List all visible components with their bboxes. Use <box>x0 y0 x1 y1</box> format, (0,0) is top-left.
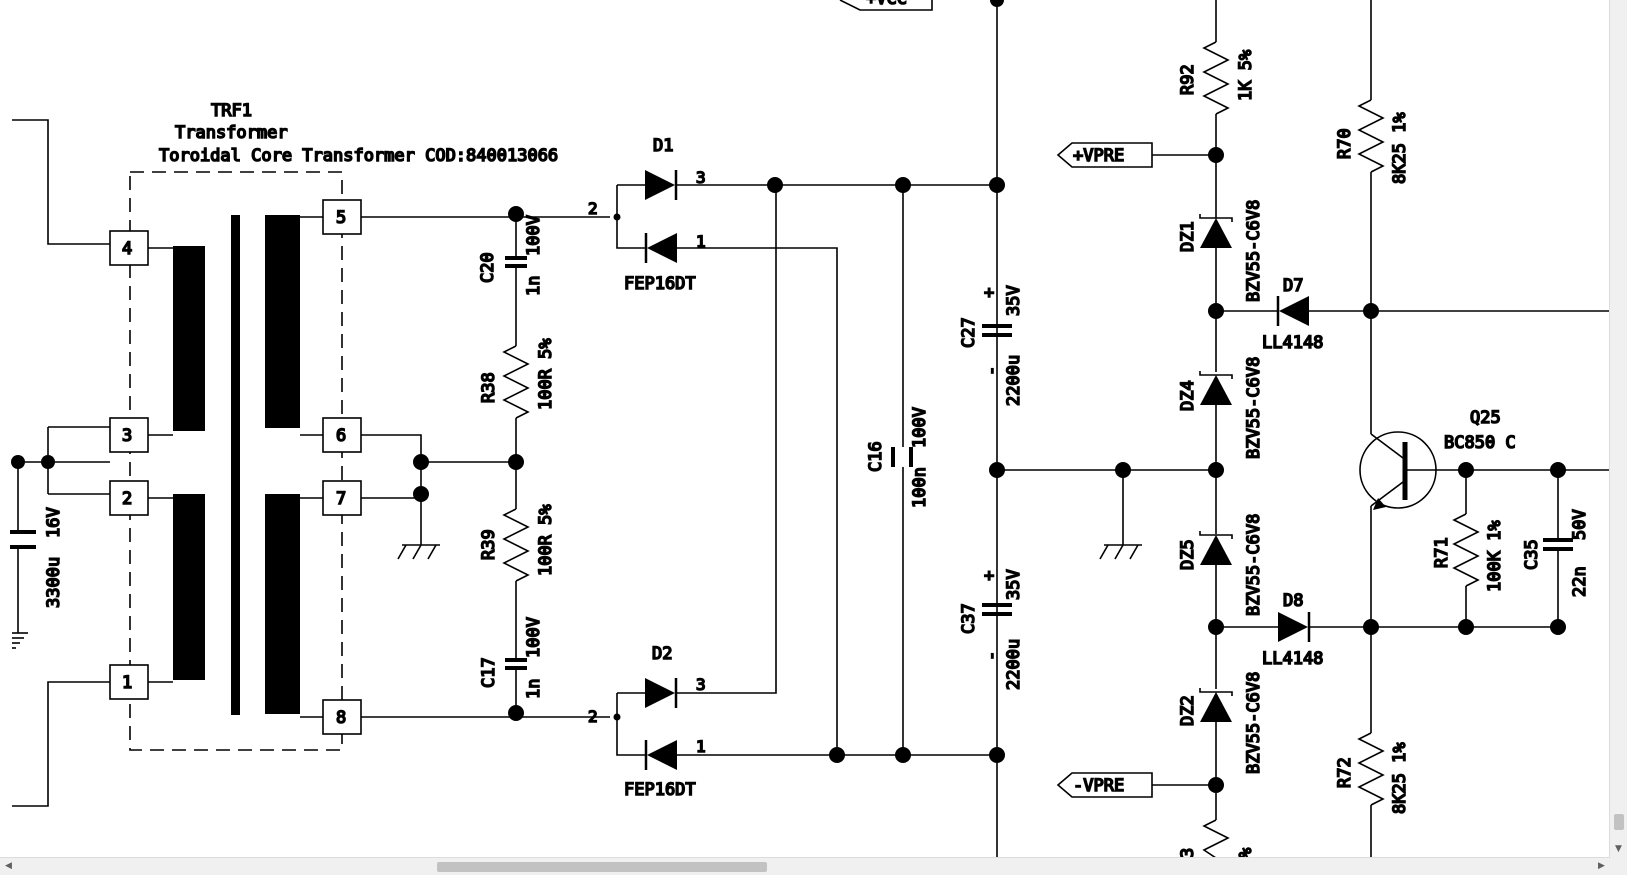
c35-rating: 50V <box>1570 509 1590 540</box>
partial-resistor-value: % <box>1236 848 1256 858</box>
d8-ref: D8 <box>1283 591 1303 611</box>
d7-part: LL4148 <box>1262 333 1323 353</box>
r70-value: 8K25 1% <box>1390 112 1410 184</box>
trf1-pin-4: 4 <box>122 239 132 259</box>
r72-ref: R72 <box>1335 757 1355 788</box>
scroll-left-arrow-icon[interactable]: ◀ <box>5 861 12 871</box>
d2-pin-1: 1 <box>696 737 706 756</box>
vpre-neg-label: -VPRE <box>1073 776 1124 796</box>
horizontal-scrollbar[interactable]: ◀ ▶ <box>0 857 1610 875</box>
trf1-pin-5: 5 <box>336 208 346 228</box>
c37-plus: + <box>984 566 994 586</box>
c20-rating: 100V <box>524 215 544 256</box>
d2-pin-2: 2 <box>588 707 598 726</box>
c27-plus: + <box>984 283 994 303</box>
q25-ref: Q25 <box>1470 408 1501 428</box>
c16-value: 100n <box>910 467 930 508</box>
rectifier-d1 <box>616 170 838 755</box>
d1-part: FEP16DT <box>624 274 696 294</box>
main-rails <box>776 0 1216 858</box>
c27-rating: 35V <box>1004 285 1024 316</box>
c37-minus: - <box>982 651 1002 661</box>
dz1-part: BZV55-C6V8 <box>1244 200 1264 302</box>
dz2-ref: DZ2 <box>1178 695 1198 726</box>
d7-ref: D7 <box>1283 276 1303 296</box>
r71-ref: R71 <box>1432 537 1452 568</box>
d1-pin-3: 3 <box>696 168 706 187</box>
scroll-right-arrow-icon[interactable]: ▶ <box>1598 861 1605 871</box>
zener-ladder <box>1056 0 1233 858</box>
c35-value: 22n <box>1570 566 1590 597</box>
d2-pin-3: 3 <box>696 675 706 694</box>
r39-ref: R39 <box>479 529 499 560</box>
dz5-part: BZV55-C6V8 <box>1244 514 1264 616</box>
trf1-pin-3: 3 <box>122 426 132 446</box>
schematic-viewport[interactable]: 3300u 16V 4 3 2 1 5 6 7 8 TRF1 Transform… <box>0 0 1610 858</box>
r92-value: 1K 5% <box>1236 50 1256 101</box>
scrollbar-corner <box>1610 858 1627 875</box>
r38-ref: R38 <box>479 372 499 403</box>
left-cap-value: 3300u <box>44 557 64 608</box>
c27-value: 2200u <box>1004 355 1024 406</box>
trf1-pin-2: 2 <box>122 489 132 509</box>
scroll-down-arrow-icon[interactable]: ▼ <box>1615 844 1622 854</box>
trf1-ref: TRF1 <box>211 101 252 121</box>
c17-rating: 100V <box>524 617 544 658</box>
trf1-description: Toroidal Core Transformer COD:840013066 <box>159 146 558 166</box>
trf1-pin-7: 7 <box>336 489 346 509</box>
vertical-scroll-thumb[interactable] <box>1614 814 1624 830</box>
schematic-drawing: 3300u 16V 4 3 2 1 5 6 7 8 TRF1 Transform… <box>10 0 1610 858</box>
d2-ref: D2 <box>652 644 672 664</box>
rectifier-d2 <box>616 185 997 770</box>
vertical-scrollbar[interactable]: ▼ <box>1609 0 1627 858</box>
r70-ref: R70 <box>1335 128 1355 159</box>
c27-minus: - <box>982 366 1002 376</box>
vpre-pos-label: +VPRE <box>1073 146 1124 166</box>
c37-value: 2200u <box>1004 639 1024 690</box>
dz2-part: BZV55-C6V8 <box>1244 672 1264 774</box>
left-cap-rating: 16V <box>44 507 64 538</box>
left-leads <box>10 119 110 807</box>
c27-ref: C27 <box>959 317 979 348</box>
secondary-wiring <box>361 216 610 718</box>
d1-pin-1: 1 <box>696 232 706 251</box>
r71-value: 100K 1% <box>1485 520 1505 592</box>
c37-ref: C37 <box>959 603 979 634</box>
transformer-trf1 <box>109 171 362 751</box>
d2-part: FEP16DT <box>624 780 696 800</box>
r92-ref: R92 <box>1178 64 1198 95</box>
c16-rating: 100V <box>910 407 930 448</box>
c37-rating: 35V <box>1004 569 1024 600</box>
horizontal-scroll-thumb[interactable] <box>437 862 767 872</box>
dz4-part: BZV55-C6V8 <box>1244 357 1264 459</box>
r72-value: 8K25 1% <box>1390 742 1410 814</box>
bias-stage <box>1216 0 1610 858</box>
dz5-ref: DZ5 <box>1178 539 1198 570</box>
dz1-ref: DZ1 <box>1178 221 1198 252</box>
vcc-label: +VCC <box>866 0 907 9</box>
d1-pin-2: 2 <box>588 199 598 218</box>
r38-value: 100R 5% <box>536 338 556 410</box>
d1-ref: D1 <box>653 136 673 156</box>
c35-ref: C35 <box>1522 539 1542 570</box>
c20-value: 1n <box>524 276 544 296</box>
trf1-type: Transformer <box>175 123 288 143</box>
partial-resistor-ref: 3 <box>1178 848 1198 858</box>
c16-ref: C16 <box>866 441 886 472</box>
trf1-pin-8: 8 <box>336 708 346 728</box>
q25-part: BC850 C <box>1444 433 1516 453</box>
c17-ref: C17 <box>479 657 499 688</box>
r39-value: 100R 5% <box>536 504 556 576</box>
d8-part: LL4148 <box>1262 649 1323 669</box>
trf1-pin-1: 1 <box>122 673 132 693</box>
c20-ref: C20 <box>478 252 498 283</box>
c17-value: 1n <box>524 679 544 699</box>
dz4-ref: DZ4 <box>1178 380 1198 411</box>
trf1-pin-6: 6 <box>336 426 346 446</box>
